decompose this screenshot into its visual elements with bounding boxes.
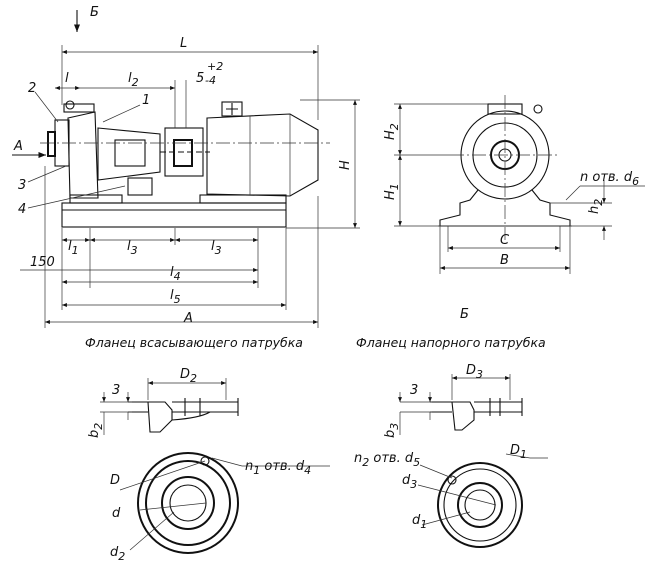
dim-A: A [183, 311, 193, 326]
dim-150: 150 [30, 255, 55, 270]
dim-d1: d1 [412, 513, 427, 531]
dim-l3-left: l3 [127, 239, 138, 257]
dim-D3: D3 [466, 363, 483, 381]
dim-l5: l5 [170, 288, 181, 306]
dim-3-suction: 3 [112, 383, 120, 398]
view-mark-b: Б [90, 5, 99, 20]
dim-D: D [110, 473, 120, 488]
motor [206, 113, 319, 197]
dim-l1: l1 [68, 239, 79, 257]
suction-flange-side [47, 131, 56, 157]
callout-1: 1 [142, 93, 150, 108]
discharge-flange-labels: 3 D3 b3 D1 d3 d1 n2 отв. d5 [354, 363, 527, 531]
dim-C: C [500, 233, 510, 248]
dim-b2: b2 [87, 423, 105, 438]
dim-d2: d2 [110, 545, 125, 563]
motor-foot [199, 194, 287, 204]
dim-H1: H1 [383, 183, 401, 200]
dim-d3: d3 [402, 473, 417, 491]
dim-B: B [500, 253, 509, 268]
view-caption-b: Б [460, 307, 469, 322]
suction-flange-labels: 3 D2 b2 D d d2 n1 отв. d4 [87, 367, 311, 563]
callout-2: 2 [28, 81, 36, 96]
dim-tol-lower: -4 [205, 74, 216, 87]
dim-l: l [65, 71, 69, 86]
dim-3-discharge: 3 [410, 383, 418, 398]
discharge-flange-side [63, 103, 95, 113]
view-mark-a: A [13, 139, 23, 154]
coupling-guard [164, 127, 204, 177]
bolt-hole [200, 456, 210, 466]
pump-casing [67, 111, 99, 199]
dim-D1: D1 [510, 443, 527, 461]
front-view [394, 95, 645, 274]
baseplate [61, 202, 287, 228]
bolt-hole [447, 475, 457, 485]
dim-l4: l4 [170, 265, 181, 283]
dim-l2: l2 [128, 71, 139, 89]
dim-L: L [180, 36, 187, 51]
dim-d: d [112, 506, 121, 521]
holes-label-front: n отв. d6 [580, 170, 639, 188]
pump-bracket [97, 127, 161, 181]
suction-flange-title: Фланец всасывающего патрубка [85, 335, 303, 350]
suction-flange-face [119, 452, 330, 554]
pump-foot [69, 194, 123, 204]
callout-3: 3 [18, 178, 26, 193]
dim-l3-right: l3 [211, 239, 222, 257]
discharge-flange-face [417, 453, 548, 548]
holes-label-discharge: n2 отв. d5 [354, 451, 420, 469]
dim-h2: h2 [587, 199, 605, 214]
front-view-labels: H2 H1 h2 n отв. d6 C B Б [383, 123, 639, 322]
suction-flange-section [100, 378, 239, 435]
dim-D2: D2 [180, 367, 197, 385]
side-view [12, 10, 360, 328]
dim-tol-upper: +2 [207, 60, 223, 73]
holes-label-suction: n1 отв. d4 [245, 459, 311, 477]
callout-4: 4 [18, 202, 26, 217]
terminal-box [221, 101, 243, 117]
side-view-labels: Б L l l2 5 +2 -4 1 2 3 4 A H l1 l3 l3 15… [13, 5, 353, 326]
coupling [173, 139, 193, 167]
dim-tolerance: 5 [196, 71, 204, 86]
dim-H2: H2 [383, 123, 401, 140]
discharge-flange-title: Фланец напорного патрубка [356, 335, 546, 350]
dim-b3: b3 [383, 423, 401, 438]
dim-H: H [338, 160, 353, 170]
discharge-flange-section [398, 374, 523, 435]
